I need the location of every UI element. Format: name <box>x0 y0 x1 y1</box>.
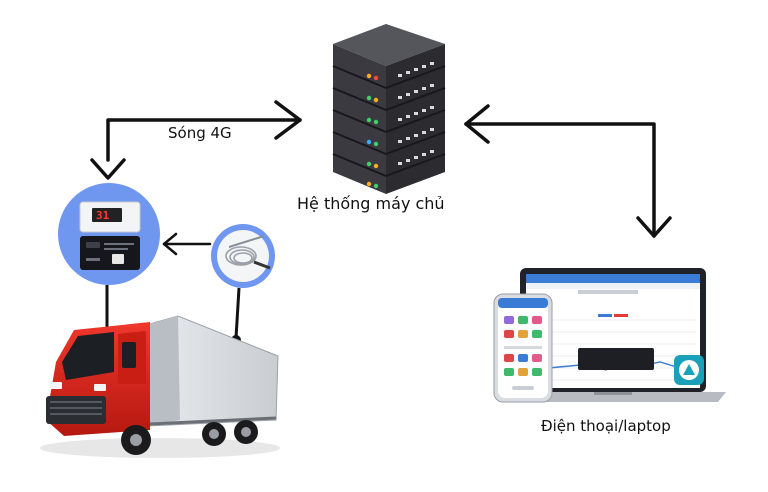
smartphone-icon <box>493 293 553 403</box>
signal-label: Sóng 4G <box>168 124 232 142</box>
temperature-probe-icon <box>211 224 275 288</box>
refrigerated-truck-icon <box>40 315 280 458</box>
logger-display-value: 31 <box>96 209 110 222</box>
server-rack-icon <box>332 24 446 194</box>
server-label: Hệ thống máy chủ <box>297 194 445 213</box>
server-status-leds <box>366 73 379 189</box>
arrow-truck-to-server <box>106 100 302 162</box>
laptop-icon <box>500 268 726 402</box>
temperature-logger-icon: 31 <box>58 183 160 285</box>
device-label: Điện thoại/laptop <box>541 417 671 435</box>
probe-to-truck-line <box>234 287 241 339</box>
arrow-sensor-to-logger <box>162 232 212 256</box>
arrow-server-device <box>464 104 672 238</box>
arrow-server-to-truck <box>90 158 126 180</box>
server-vents <box>398 62 434 165</box>
